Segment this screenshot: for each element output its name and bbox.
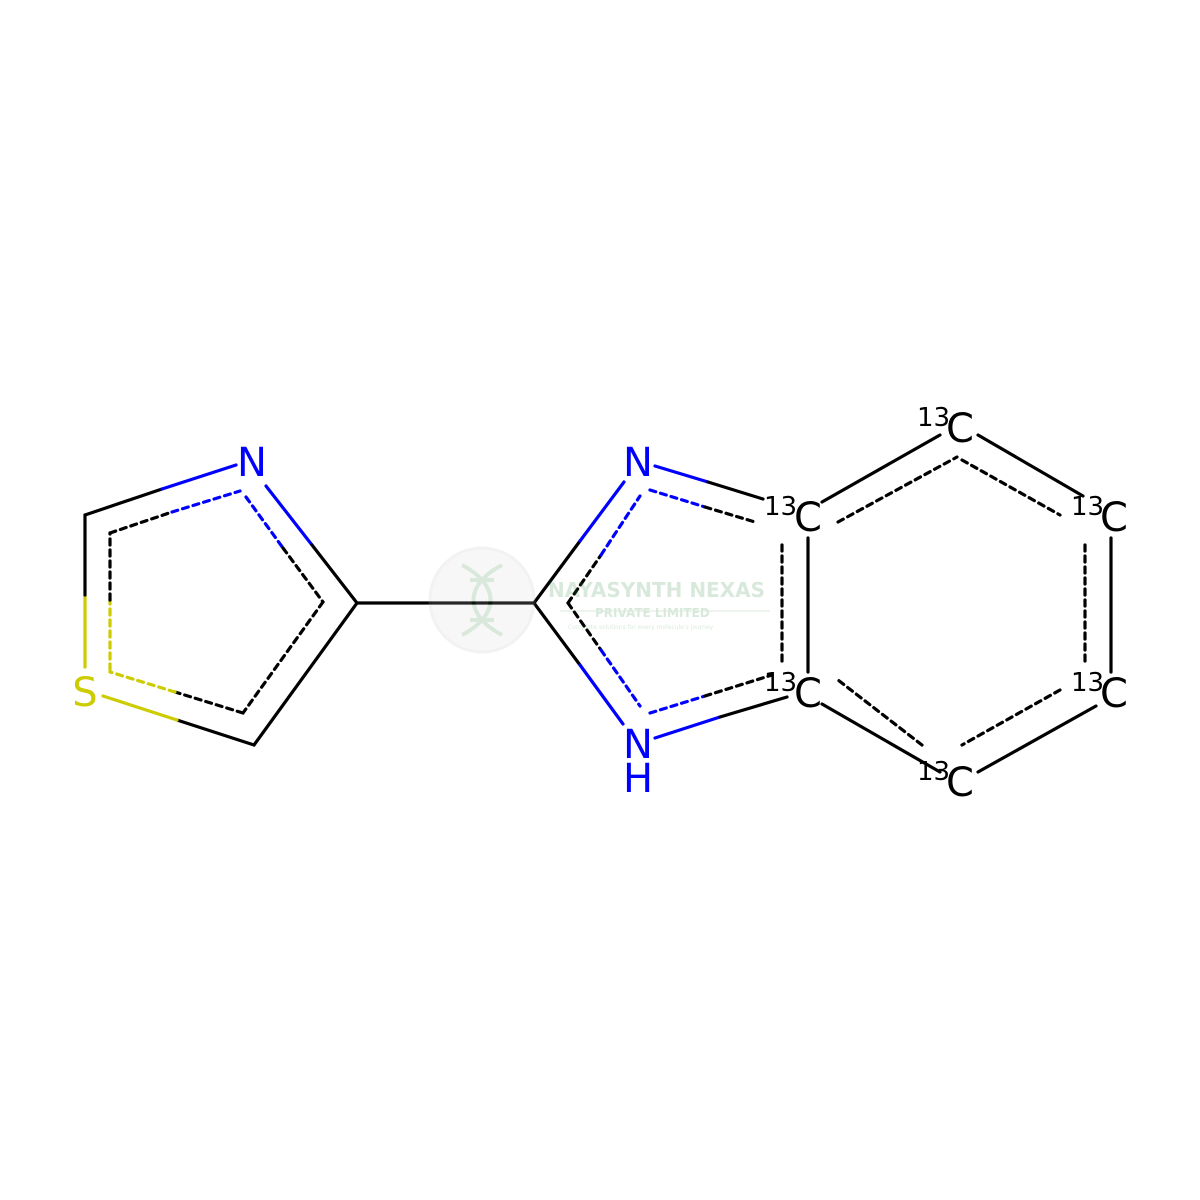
bond-c2-n3-inner-dashed-blue bbox=[170, 489, 242, 514]
atom-13c-c3a: 13 C bbox=[764, 492, 822, 541]
bond-c4-c5-benz-inner-dashed bbox=[960, 458, 1062, 517]
bond-c6-c7-benz bbox=[976, 704, 1098, 774]
dna-icon bbox=[461, 563, 503, 637]
bond-nh-c7a-black bbox=[718, 695, 789, 719]
watermark-title: NAYASYNTH NEXAS bbox=[548, 578, 765, 602]
bond-c5-s-yellow bbox=[101, 694, 179, 722]
watermark-tagline: Complete solutions for every molecule's … bbox=[568, 624, 714, 631]
isotope-mass-13: 13 bbox=[764, 492, 797, 522]
isotope-mass-13: 13 bbox=[764, 668, 797, 698]
bond-c5-s-black bbox=[175, 718, 256, 747]
bond-c2-n-top-blue bbox=[578, 480, 626, 543]
atom-13c-c5: 13 C bbox=[1071, 492, 1128, 541]
imidazole-ring-bonds bbox=[532, 464, 810, 740]
isotope-element-c: C bbox=[1100, 495, 1128, 541]
bond-n-top-c3a-inner-dashed-black bbox=[703, 505, 757, 524]
bond-n3-c4-blue bbox=[264, 484, 314, 547]
benzene-ring-bonds bbox=[820, 433, 1113, 774]
isotope-element-c: C bbox=[1100, 671, 1128, 717]
bond-c4-c5-inner-dashed bbox=[241, 600, 325, 715]
bond-n-top-c3a-inner-dashed-blue bbox=[648, 488, 707, 509]
atom-thiazole-s: S bbox=[72, 670, 97, 716]
bond-nh-c7a-inner-dashed-blue bbox=[648, 694, 707, 715]
bond-c2-n3-inner-dashed-black bbox=[108, 510, 174, 535]
bond-c7-c7a-benz bbox=[820, 702, 942, 774]
atom-imidazole-n: N bbox=[623, 440, 653, 486]
atom-labels: N S N N H 13 C 13 C 13 C 13 C 13 C 13 bbox=[72, 403, 1128, 806]
atom-imidazole-nh-h: H bbox=[623, 756, 653, 802]
bond-c7-c7a-benz-inner-dashed bbox=[836, 678, 924, 747]
bond-c2-n-top-black bbox=[532, 539, 582, 605]
bond-c2-nh-blue bbox=[578, 663, 625, 726]
isotope-element-c: C bbox=[946, 760, 974, 806]
bonds bbox=[83, 433, 1113, 774]
atom-thiazole-n: N bbox=[237, 440, 267, 486]
atom-13c-c4: 13 C bbox=[917, 403, 974, 452]
bond-c2-nh-black bbox=[532, 601, 582, 667]
bond-n3-c4-inner-dashed-black bbox=[281, 546, 325, 604]
bond-c2-nh-inner-dashed-blue bbox=[599, 648, 642, 708]
bond-c6-c7-benz-inner-dashed bbox=[960, 688, 1062, 747]
watermark-logo-circle bbox=[428, 546, 536, 654]
isotope-mass-13: 13 bbox=[917, 757, 950, 787]
bond-c5-s-inner-dashed-black bbox=[173, 690, 245, 715]
isotope-mass-13: 13 bbox=[917, 403, 950, 433]
bond-n-top-c3a-black bbox=[706, 480, 765, 501]
thiazole-ring-bonds bbox=[83, 463, 359, 747]
atom-13c-c7: 13 C bbox=[917, 757, 974, 806]
isotope-element-c: C bbox=[946, 406, 974, 452]
bond-c4-c5 bbox=[252, 601, 359, 747]
bond-nh-c7a-blue bbox=[653, 715, 722, 740]
bond-c3a-c4-inner-dashed bbox=[836, 455, 959, 524]
bond-c4-c5-benz bbox=[976, 433, 1085, 498]
bond-c2-n-top-inner-dashed-black bbox=[566, 553, 603, 605]
bond-n3-c4-inner-dashed-blue bbox=[244, 495, 285, 550]
bond-c2-n3-black bbox=[83, 487, 164, 517]
bond-c3a-c4 bbox=[820, 433, 942, 504]
bond-nh-c7a-inner-dashed-black bbox=[703, 673, 774, 698]
bond-n3-c4-black bbox=[310, 543, 359, 605]
isotope-element-c: C bbox=[794, 495, 822, 541]
bond-c5-s-inner-dashed-yellow bbox=[108, 670, 177, 694]
atom-13c-c7a: 13 C bbox=[764, 668, 822, 717]
isotope-element-c: C bbox=[794, 671, 822, 717]
atom-13c-c6: 13 C bbox=[1071, 668, 1128, 717]
bond-c2-n-top-inner-dashed-blue bbox=[599, 494, 642, 557]
atom-imidazole-nh-n: N bbox=[623, 722, 653, 768]
bond-c2-n3-blue bbox=[160, 463, 238, 491]
isotope-mass-13: 13 bbox=[1071, 668, 1104, 698]
watermark-subtitle: PRIVATE LIMITED bbox=[595, 606, 710, 620]
bond-c2-nh-inner-dashed-black bbox=[566, 601, 603, 652]
watermark: NAYASYNTH NEXAS PRIVATE LIMITED Complete… bbox=[428, 546, 770, 654]
bond-n-top-c3a-blue bbox=[653, 464, 710, 484]
isotope-mass-13: 13 bbox=[1071, 492, 1104, 522]
